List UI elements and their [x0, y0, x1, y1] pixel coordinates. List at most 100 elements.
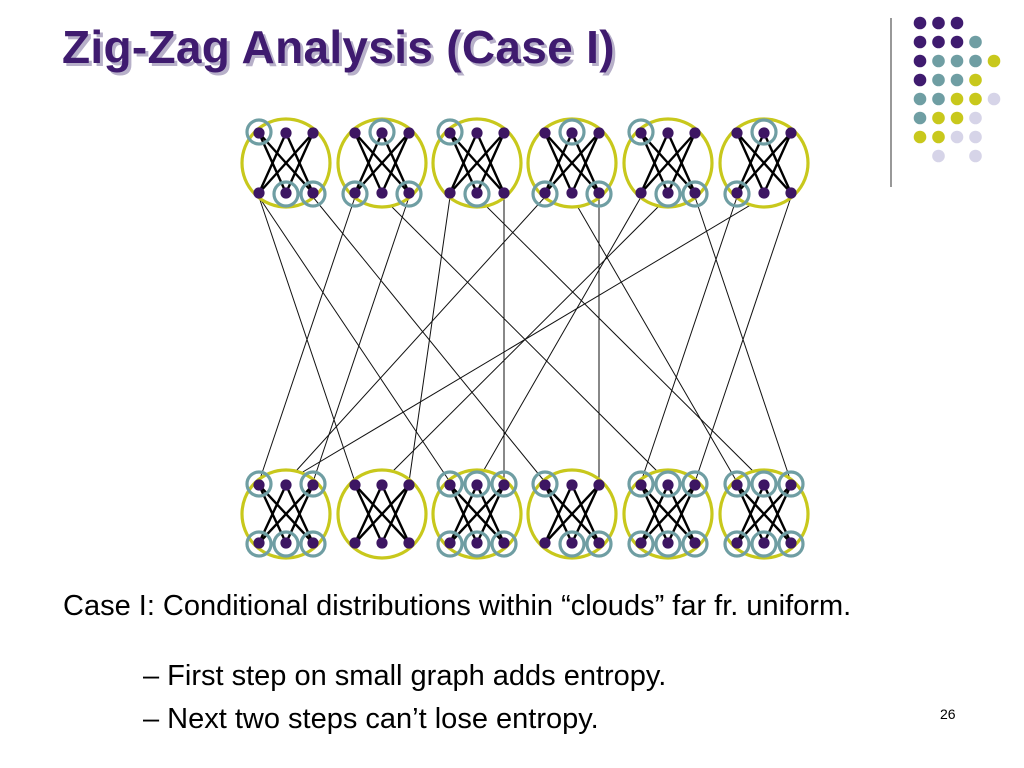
vertex	[280, 537, 292, 549]
vertex	[758, 537, 770, 549]
decorative-dot	[950, 73, 964, 87]
vertex	[349, 187, 361, 199]
vertex	[662, 127, 674, 139]
decorative-dot	[969, 35, 982, 49]
highlight-ring	[531, 180, 559, 208]
decorative-dot	[969, 130, 982, 144]
vertex	[349, 479, 361, 491]
vertex	[376, 187, 388, 199]
vertex	[280, 127, 292, 139]
vertex	[785, 127, 797, 139]
vertex	[635, 479, 647, 491]
cloud-edge	[544, 132, 600, 194]
cloud-edge	[353, 484, 384, 544]
cloud-edge	[762, 132, 793, 194]
inter-cloud-edge	[258, 196, 451, 483]
top-cloud	[240, 117, 332, 209]
decorative-dot	[950, 35, 964, 49]
cloud-edge	[257, 132, 288, 194]
slide-title: Zig-Zag Analysis (Case I)	[62, 21, 615, 73]
highlight-ring	[245, 530, 273, 558]
highlight-ring	[750, 118, 778, 146]
decorative-dot	[969, 92, 982, 106]
decorative-dot	[913, 16, 927, 30]
vertex	[498, 479, 510, 491]
decorative-dot	[932, 130, 945, 144]
vertex	[376, 479, 388, 491]
highlight-ring	[490, 470, 518, 498]
inter-cloud-edge	[285, 196, 765, 483]
cloud-edge	[640, 484, 696, 544]
highlight-ring	[463, 180, 491, 208]
vertex	[444, 187, 456, 199]
highlight-ring	[681, 470, 709, 498]
vertex	[444, 537, 456, 549]
case-caption: Case I: Conditional distributions within…	[63, 590, 852, 622]
vertex	[280, 187, 292, 199]
vertex	[471, 537, 483, 549]
vertex	[471, 127, 483, 139]
highlight-ring	[558, 530, 586, 558]
decorative-dot	[932, 111, 945, 125]
decorative-dot	[913, 35, 927, 49]
highlight-ring	[585, 530, 613, 558]
vertex	[758, 127, 770, 139]
highlight-ring	[436, 470, 464, 498]
vertex	[731, 187, 743, 199]
vertex	[566, 187, 578, 199]
highlight-ring	[681, 530, 709, 558]
cloud-edge	[380, 484, 411, 544]
vertex	[498, 537, 510, 549]
bullet-first-step: – First step on small graph adds entropy…	[143, 660, 667, 692]
highlight-ring	[245, 470, 273, 498]
cloud-edge	[380, 132, 411, 194]
inter-cloud-edge	[312, 196, 410, 483]
cloud-edge	[448, 132, 479, 194]
cloud-edge	[449, 132, 505, 194]
vertex	[498, 187, 510, 199]
cloud-edge	[354, 484, 410, 544]
bullet-next-steps: – Next two steps can’t lose entropy.	[143, 703, 599, 735]
decorative-dot	[987, 92, 1001, 106]
inter-cloud-edge	[258, 196, 356, 483]
vertex	[498, 127, 510, 139]
vertex	[635, 127, 647, 139]
vertex	[689, 187, 701, 199]
decorative-dot	[950, 16, 964, 30]
vertex	[444, 479, 456, 491]
vertex	[376, 537, 388, 549]
highlight-ring	[627, 118, 655, 146]
highlight-ring	[463, 530, 491, 558]
inter-cloud-edge	[694, 196, 792, 483]
cloud-edge	[543, 484, 574, 544]
highlight-ring	[436, 530, 464, 558]
vertex	[635, 187, 647, 199]
top-cloud	[431, 117, 523, 209]
decorative-dot	[950, 92, 964, 106]
bottom-cloud	[622, 468, 714, 560]
bottom-cloud	[431, 468, 523, 560]
cloud-edge	[544, 484, 600, 544]
highlight-ring	[723, 180, 751, 208]
bottom-cloud	[240, 468, 332, 560]
inter-cloud-edge	[476, 196, 642, 483]
decorative-dot	[913, 111, 927, 125]
decorative-dot	[932, 16, 945, 30]
cloud-edge	[640, 132, 696, 194]
vertex	[662, 537, 674, 549]
vertex	[539, 479, 551, 491]
vertex	[635, 537, 647, 549]
decorative-dot	[913, 73, 927, 87]
top-cloud	[622, 117, 714, 209]
highlight-ring	[750, 470, 778, 498]
vertex	[662, 187, 674, 199]
vertex	[566, 127, 578, 139]
highlight-ring	[463, 470, 491, 498]
vertex	[539, 537, 551, 549]
vertex	[444, 127, 456, 139]
highlight-ring	[654, 470, 682, 498]
highlight-ring	[681, 180, 709, 208]
highlight-ring	[654, 530, 682, 558]
vertex	[689, 127, 701, 139]
vertex	[539, 187, 551, 199]
